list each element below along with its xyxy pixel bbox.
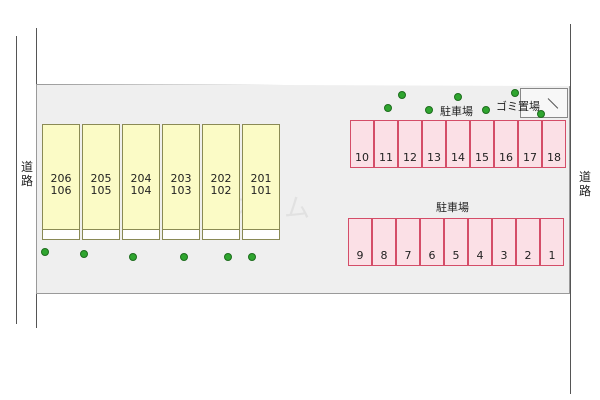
parking-stall: 14 xyxy=(446,120,470,168)
balcony xyxy=(162,230,200,240)
stall-number: 13 xyxy=(427,151,441,164)
left-road-label: 道路 xyxy=(20,160,33,188)
stall-number: 4 xyxy=(476,249,484,262)
stall-number: 3 xyxy=(500,249,508,262)
stall-number: 6 xyxy=(428,249,436,262)
unit-upper-number: 201 xyxy=(250,172,272,185)
stall-number: 2 xyxy=(524,249,532,262)
parking-stall: 18 xyxy=(542,120,566,168)
stall-number: 14 xyxy=(451,151,465,164)
unit-upper-number: 203 xyxy=(170,172,192,185)
balcony xyxy=(202,230,240,240)
tree-icon xyxy=(129,253,137,261)
stall-number: 12 xyxy=(403,151,417,164)
parking-stall: 5 xyxy=(444,218,468,266)
tree-icon xyxy=(511,89,519,97)
parking-stall: 12 xyxy=(398,120,422,168)
stall-number: 5 xyxy=(452,249,460,262)
right-road-line xyxy=(570,24,571,394)
tree-icon xyxy=(454,93,462,101)
unit-upper-number: 202 xyxy=(210,172,232,185)
parking-stall: 8 xyxy=(372,218,396,266)
parking-stall: 16 xyxy=(494,120,518,168)
unit-lower-number: 103 xyxy=(170,184,192,197)
parking-stall: 3 xyxy=(492,218,516,266)
parking-stall: 10 xyxy=(350,120,374,168)
balcony xyxy=(242,230,280,240)
garbage-area-label: ゴミ置場 xyxy=(496,100,540,113)
left-road-line xyxy=(16,36,17,324)
tree-icon xyxy=(224,253,232,261)
unit-upper-number: 205 xyxy=(90,172,112,185)
tree-icon xyxy=(482,106,490,114)
parking-label-bottom: 駐車場 xyxy=(436,201,469,214)
tree-icon xyxy=(384,104,392,112)
tree-icon xyxy=(80,250,88,258)
tree-icon xyxy=(180,253,188,261)
stall-number: 17 xyxy=(523,151,537,164)
parking-stall: 11 xyxy=(374,120,398,168)
parking-stall: 2 xyxy=(516,218,540,266)
stall-number: 9 xyxy=(356,249,364,262)
parking-stall: 4 xyxy=(468,218,492,266)
unit-lower-number: 105 xyxy=(90,184,112,197)
stall-number: 1 xyxy=(548,249,556,262)
stall-number: 15 xyxy=(475,151,489,164)
tree-icon xyxy=(425,106,433,114)
stall-number: 10 xyxy=(355,151,369,164)
balcony xyxy=(42,230,80,240)
parking-stall: 7 xyxy=(396,218,420,266)
balcony xyxy=(82,230,120,240)
unit-lower-number: 101 xyxy=(250,184,272,197)
parking-stall: 6 xyxy=(420,218,444,266)
parking-stall: 1 xyxy=(540,218,564,266)
unit-upper-number: 204 xyxy=(130,172,152,185)
unit-lower-number: 104 xyxy=(130,184,152,197)
tree-icon xyxy=(398,91,406,99)
stall-number: 8 xyxy=(380,249,388,262)
stall-number: 16 xyxy=(499,151,513,164)
parking-stall: 13 xyxy=(422,120,446,168)
tree-icon xyxy=(537,110,545,118)
parking-label-top: 駐車場 xyxy=(440,105,473,118)
stall-number: 11 xyxy=(379,151,393,164)
parking-stall: 15 xyxy=(470,120,494,168)
unit-lower-number: 106 xyxy=(50,184,72,197)
parking-stall: 9 xyxy=(348,218,372,266)
tree-icon xyxy=(248,253,256,261)
parking-stall: 17 xyxy=(518,120,542,168)
unit-upper-number: 206 xyxy=(50,172,72,185)
unit-lower-number: 102 xyxy=(210,184,232,197)
tree-icon xyxy=(41,248,49,256)
right-road-label: 道路 xyxy=(578,170,591,198)
balcony xyxy=(122,230,160,240)
stall-number: 18 xyxy=(547,151,561,164)
stall-number: 7 xyxy=(404,249,412,262)
